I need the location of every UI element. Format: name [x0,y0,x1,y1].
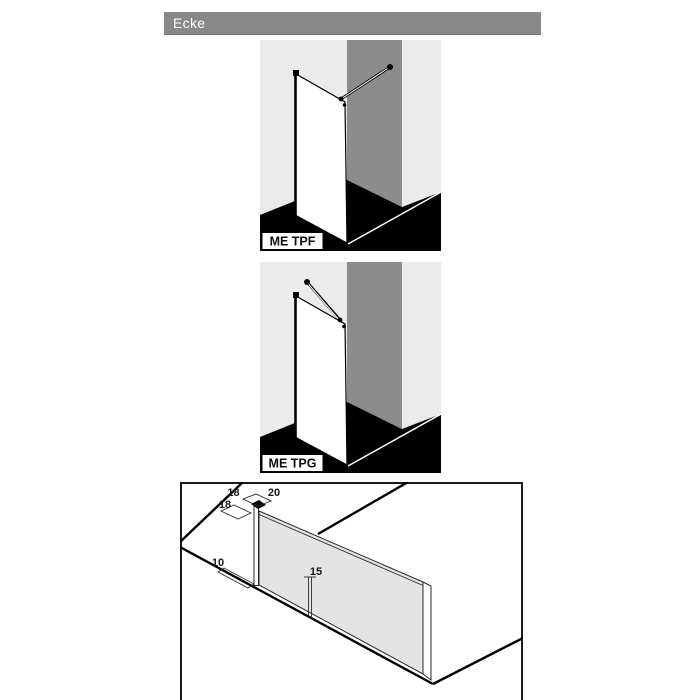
room-wall-lines [180,482,523,686]
technical-drawing: 18 20 18 10 15 [180,482,523,700]
floor-edge-highlight [347,413,441,467]
stabilizer-bar-45deg [338,64,393,107]
figure-me-tpf-scene: ME TPF [260,40,441,251]
section-header-bar: Ecke [164,12,541,35]
floor-edge-highlight [347,191,441,245]
end-profile [422,581,432,681]
wall-profile-plan [253,503,259,586]
glass-clamp-dot-2 [342,324,346,329]
glass-top-thickness-line [258,514,424,586]
glass-clamp-dot [338,96,344,102]
dim-18-left: 18 [219,499,231,511]
dim-15: 15 [310,566,322,578]
figure-label: ME TPG [269,457,317,471]
dim-20: 20 [268,487,280,499]
wall-bracket-plan [251,500,266,509]
glass-clamp-dot-2 [342,103,347,107]
glass-clamp-dot [337,317,343,323]
technical-drawing-scene: 18 20 18 10 15 [180,482,523,700]
dim-10: 10 [212,557,224,569]
wall-bracket [293,70,299,76]
back-wall-band [347,40,402,207]
anchor-mount-dot [304,279,310,285]
dim-18-top: 18 [227,487,239,499]
wall-mount-dot [387,64,393,70]
dimension-lines [217,493,316,618]
section-title: Ecke [173,15,206,31]
figure-me-tpg: ME TPG [260,262,441,473]
figure-label-box: ME TPF [260,231,325,251]
figure-label: ME TPF [270,235,316,249]
figure-label-box: ME TPG [260,453,325,473]
figure-me-tpg-scene: ME TPG [260,262,441,473]
back-wall-band [347,262,402,429]
figure-me-tpf: ME TPF [260,40,441,251]
wall-bracket [293,292,299,298]
stabilizer-bar-angled [304,279,346,329]
